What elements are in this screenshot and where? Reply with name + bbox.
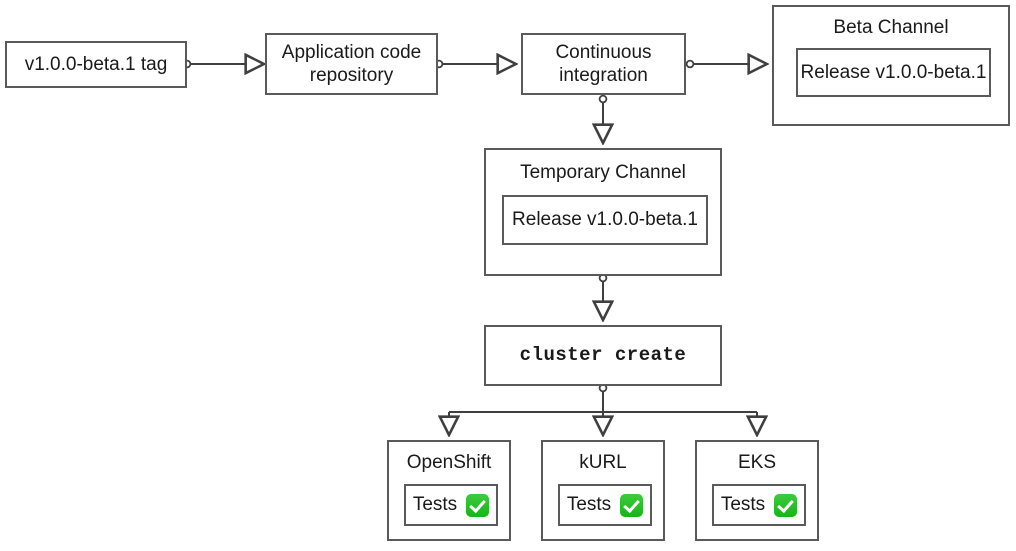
beta-channel-release-box[interactable]: Release v1.0.0-beta.1 (796, 48, 991, 97)
edge-source-dot (598, 94, 608, 104)
kurl-title: kURL (579, 452, 627, 473)
openshift-title: OpenShift (406, 452, 492, 473)
check-mark-icon (466, 493, 490, 517)
temporary-channel-title: Temporary Channel (520, 162, 686, 183)
temporary-channel-release-label: Release v1.0.0-beta.1 (512, 209, 698, 230)
kurl-tests-label: Tests (566, 494, 612, 515)
node-temporary-channel[interactable]: Temporary Channel Release v1.0.0-beta.1 (484, 148, 722, 276)
eks-tests-label: Tests (720, 494, 766, 515)
eks-tests-box[interactable]: Tests (712, 484, 806, 526)
node-beta-channel[interactable]: Beta Channel Release v1.0.0-beta.1 (772, 5, 1010, 126)
node-application-code-repository[interactable]: Application code repository (265, 33, 438, 95)
node-openshift[interactable]: OpenShift Tests (387, 440, 511, 541)
check-mark-icon (774, 493, 798, 517)
node-eks[interactable]: EKS Tests (695, 440, 819, 541)
node-continuous-integration[interactable]: Continuous integration (521, 33, 686, 95)
openshift-tests-box[interactable]: Tests (404, 484, 498, 526)
temporary-channel-release-box[interactable]: Release v1.0.0-beta.1 (502, 195, 708, 245)
node-cluster-create[interactable]: cluster create (484, 325, 722, 386)
beta-channel-title: Beta Channel (833, 17, 949, 38)
check-mark-icon (620, 493, 644, 517)
kurl-tests-box[interactable]: Tests (558, 484, 652, 526)
edge-source-dot (685, 59, 695, 69)
eks-title: EKS (737, 452, 777, 473)
openshift-tests-label: Tests (412, 494, 458, 515)
node-kurl[interactable]: kURL Tests (541, 440, 665, 541)
node-tag[interactable]: v1.0.0-beta.1 tag (5, 41, 187, 88)
beta-channel-release-label: Release v1.0.0-beta.1 (800, 61, 987, 83)
